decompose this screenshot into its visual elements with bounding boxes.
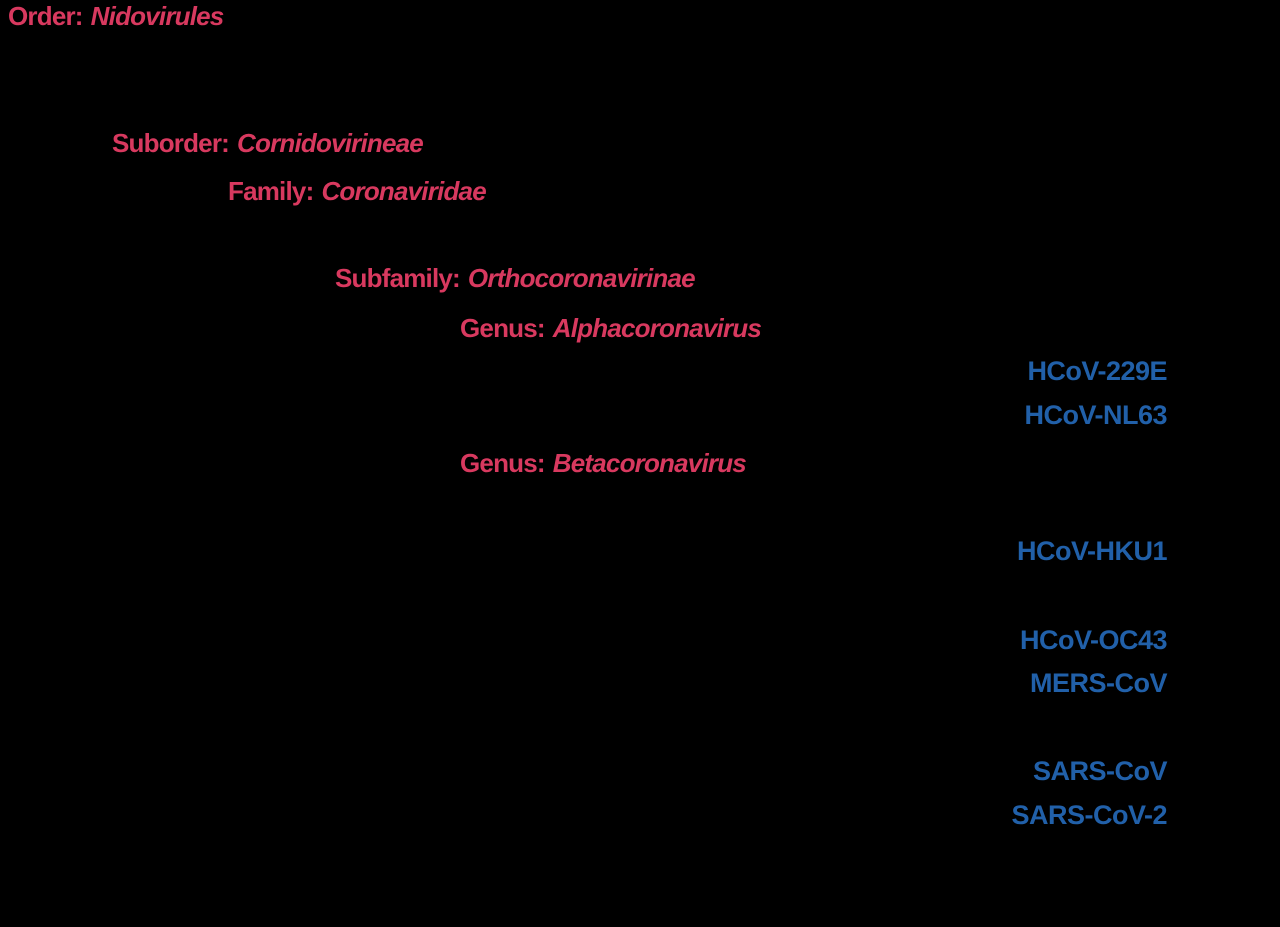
virus-label-hcov-nl63: HCoV-NL63 [1024, 400, 1167, 430]
taxonomy-genus-beta-name: Betacoronavirus [552, 448, 747, 478]
virus-label-hcov-hku1: HCoV-HKU1 [1016, 536, 1168, 566]
virus-label-hcov-oc43: HCoV-OC43 [1019, 625, 1168, 655]
taxonomy-suborder-name: Cornidovirineae [237, 128, 424, 158]
taxonomy-subfamily: Subfamily: Orthocoronavirinae [335, 263, 696, 293]
taxonomy-suborder: Suborder: Cornidovirineae [112, 128, 424, 158]
taxonomy-subfamily-rank-label: Subfamily: [335, 263, 461, 293]
taxonomy-subfamily-name: Orthocoronavirinae [467, 263, 696, 293]
taxonomy-family-rank-label: Family: [228, 176, 314, 206]
taxonomy-order-rank-label: Order: [8, 1, 83, 31]
virus-label-sars-cov-2: SARS-CoV-2 [1011, 800, 1167, 830]
virus-label-mers-cov: MERS-CoV [1030, 668, 1168, 698]
taxonomy-order-name: Nidovirules [90, 1, 225, 31]
virus-label-hcov-229e: HCoV-229E [1027, 356, 1167, 386]
taxonomy-family: Family: Coronaviridae [228, 176, 487, 206]
taxonomy-genus-beta-rank-label: Genus: [460, 448, 546, 478]
taxonomy-order: Order: Nidovirules [8, 1, 225, 31]
taxonomy-genus-alpha-rank-label: Genus: [460, 313, 546, 343]
taxonomy-family-name: Coronaviridae [321, 176, 486, 206]
virus-label-sars-cov: SARS-CoV [1032, 756, 1168, 786]
taxonomy-genus-alpha-name: Alphacoronavirus [552, 313, 762, 343]
taxonomy-genus-betacoronavirus: Genus: Betacoronavirus [460, 448, 747, 478]
taxonomy-suborder-rank-label: Suborder: [112, 128, 230, 158]
taxonomy-genus-alphacoronavirus: Genus: Alphacoronavirus [460, 313, 762, 343]
